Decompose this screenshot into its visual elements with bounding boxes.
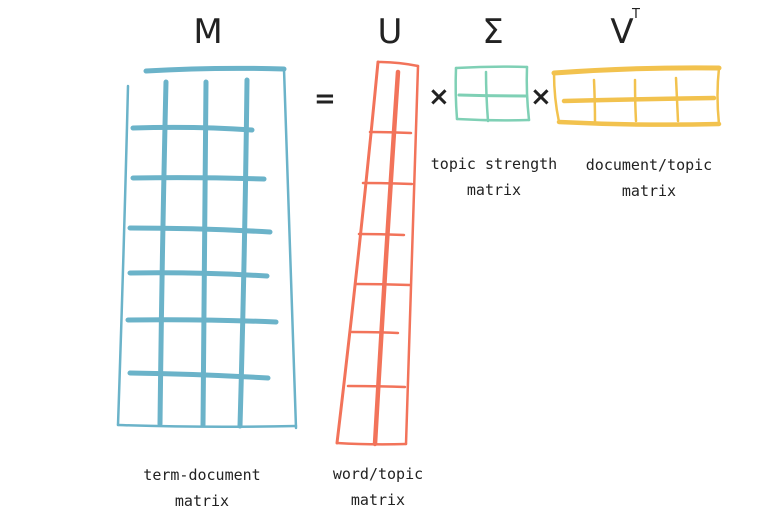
times-sign-2: ×	[530, 82, 552, 112]
equals-sign: =	[314, 84, 336, 114]
matrix-sigma-grid	[454, 65, 531, 123]
caption-topic-strength: topic strength matrix	[430, 155, 558, 199]
caption-term-document: term-document matrix	[143, 466, 261, 510]
transpose-superscript: T	[632, 7, 640, 22]
caption-document-topic: document/topic matrix	[585, 156, 713, 200]
symbol-sigma: Σ	[482, 12, 504, 52]
symbol-m: M	[193, 12, 223, 52]
matrix-m-grid	[116, 65, 298, 430]
symbol-v: V	[610, 12, 634, 52]
symbol-u: U	[377, 12, 403, 52]
times-sign-1: ×	[428, 82, 450, 112]
matrix-v-grid	[551, 65, 722, 127]
caption-word-topic: word/topic matrix	[332, 465, 424, 509]
matrix-u-grid	[335, 60, 420, 447]
